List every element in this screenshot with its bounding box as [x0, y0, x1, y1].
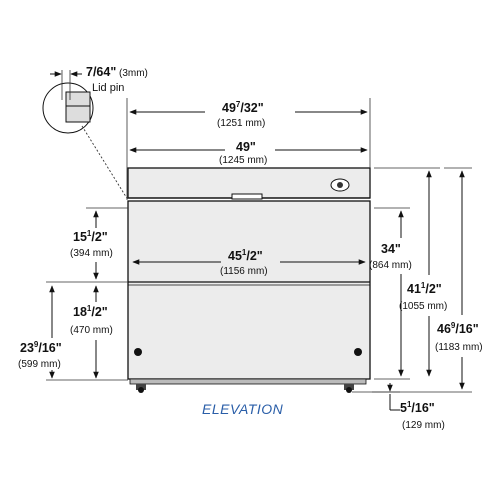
svg-text:(129 mm): (129 mm): [402, 420, 445, 431]
svg-text:(1055 mm): (1055 mm): [399, 301, 447, 312]
cabinet: [127, 167, 371, 393]
svg-text:51/16": 51/16": [400, 400, 435, 415]
svg-text:(1251 mm): (1251 mm): [217, 118, 265, 129]
detail-leader: [81, 125, 129, 201]
svg-text:(1245 mm): (1245 mm): [219, 155, 267, 166]
door-height-dim: 34" (864 mm): [369, 207, 412, 380]
svg-text:151/2": 151/2": [73, 229, 108, 244]
elevation-label: ELEVATION: [202, 401, 284, 417]
caster-height-dim: 51/16" (129 mm): [352, 383, 445, 431]
svg-text:411/2": 411/2": [407, 281, 442, 296]
cabinet-lid: [127, 167, 371, 199]
overall-height-dim: 469/16" (1183 mm): [372, 167, 483, 393]
svg-text:181/2": 181/2": [73, 304, 108, 319]
svg-text:(394 mm): (394 mm): [70, 248, 113, 259]
svg-text:239/16": 239/16": [20, 340, 62, 355]
svg-text:34": 34": [381, 242, 401, 256]
lid-pin-metric: (3mm): [119, 68, 148, 79]
lower-panel-dim: 181/2" (470 mm): [46, 281, 128, 379]
upper-panel-dim: 151/2" (394 mm): [70, 207, 128, 280]
cabinet-base: [129, 378, 367, 385]
overall-width-dim: 497/32" (1251 mm): [126, 98, 371, 200]
screw-icon: [134, 348, 142, 356]
screw-icon: [354, 348, 362, 356]
lid-pin-dimension: 7/64": [86, 65, 116, 79]
body-width-dim: 49" (1245 mm): [129, 140, 368, 166]
svg-text:49": 49": [236, 140, 256, 154]
svg-text:(1183 mm): (1183 mm): [435, 342, 483, 353]
svg-text:(470 mm): (470 mm): [70, 325, 113, 336]
svg-text:451/2": 451/2": [228, 248, 263, 263]
lid-pin-detail: 7/64" (3mm) Lid pin: [42, 65, 148, 201]
lid-pin-label: Lid pin: [92, 82, 124, 94]
svg-text:497/32": 497/32": [222, 100, 264, 115]
body-height-dim: 411/2" (1055 mm): [374, 167, 447, 377]
svg-text:(864 mm): (864 mm): [369, 260, 412, 271]
svg-text:469/16": 469/16": [437, 321, 479, 336]
door-width-dim: 451/2" (1156 mm): [132, 248, 366, 277]
svg-text:(1156 mm): (1156 mm): [220, 266, 268, 277]
svg-text:(599 mm): (599 mm): [18, 359, 61, 370]
lid-handle[interactable]: [231, 193, 263, 200]
floor-to-door-dim: 239/16" (599 mm): [18, 285, 128, 381]
cabinet-front: [127, 200, 371, 380]
